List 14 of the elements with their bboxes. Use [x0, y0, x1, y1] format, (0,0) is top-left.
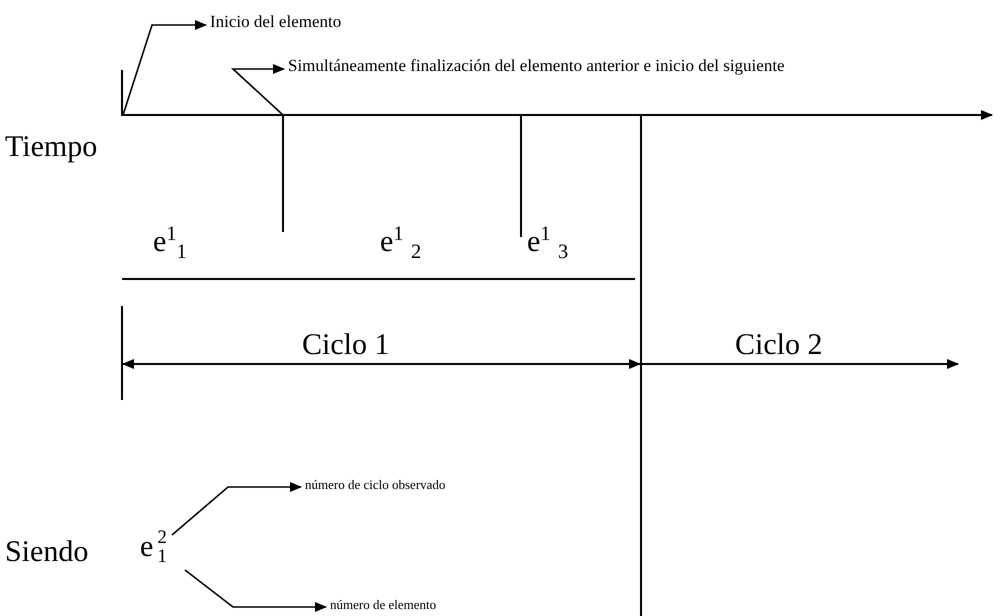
- leader-arrow: [122, 20, 207, 116]
- axis-label: Tiempo: [5, 130, 98, 163]
- annotation-text: número de elemento: [330, 598, 436, 612]
- tick-mark: [121, 70, 123, 116]
- annotation-text: Inicio del elemento: [210, 13, 342, 32]
- annotation-text: Simultáneamente finalización del elemento anterior e inicio del siguiente: [288, 57, 785, 76]
- leader-arrow: [184, 569, 327, 612]
- leader-arrow: [230, 64, 285, 116]
- tick-mark: [282, 115, 284, 232]
- leader-arrow: [171, 482, 302, 536]
- axis-label: Ciclo 1: [302, 328, 390, 361]
- axis-label: Siendo: [5, 535, 88, 568]
- annotation-text: número de ciclo observado: [305, 478, 446, 492]
- axis-label: Ciclo 2: [735, 328, 822, 361]
